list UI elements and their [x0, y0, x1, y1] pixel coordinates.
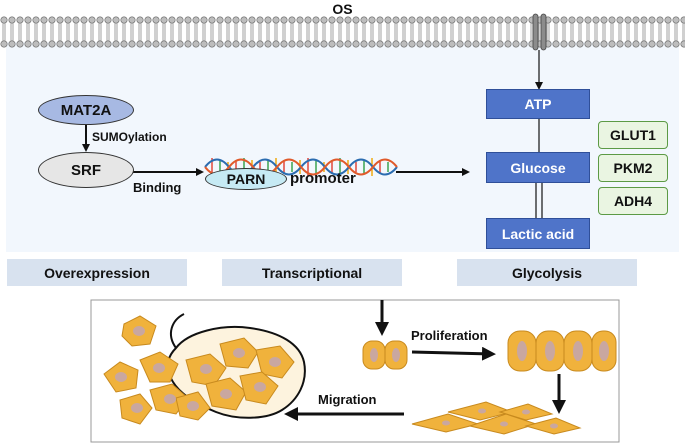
pkm2-box: PKM2 — [598, 154, 668, 182]
cell-interior — [6, 42, 679, 252]
cell-pair-icon — [362, 340, 408, 370]
diagram-title: OS — [332, 1, 353, 17]
parn-node: PARN — [205, 168, 287, 190]
arrow-proliferation — [411, 346, 496, 361]
glucose-box: Glucose — [486, 152, 590, 183]
binding-label: Binding — [133, 180, 182, 195]
spindle-cells-icon — [411, 401, 582, 435]
adh4-box: ADH4 — [598, 187, 668, 215]
mat2a-node: MAT2A — [38, 95, 134, 125]
band-transcriptional: Transcriptional — [222, 259, 402, 286]
promoter-label: promoter — [290, 170, 356, 187]
migration-label: Migration — [318, 392, 377, 407]
lactic-acid-box: Lactic acid — [486, 218, 590, 249]
glut1-box: GLUT1 — [598, 121, 668, 149]
band-glycolysis: Glycolysis — [457, 259, 637, 286]
band-overexpression: Overexpression — [7, 259, 187, 286]
invasive-cluster-icon — [103, 313, 306, 425]
srf-node: SRF — [38, 152, 134, 188]
cell-membrane — [0, 16, 685, 48]
atp-box: ATP — [486, 89, 590, 119]
proliferation-label: Proliferation — [411, 328, 488, 343]
membrane-channel-icon — [532, 13, 547, 51]
sumoylation-label: SUMOylation — [92, 130, 167, 144]
proliferated-cells-icon — [507, 330, 617, 372]
